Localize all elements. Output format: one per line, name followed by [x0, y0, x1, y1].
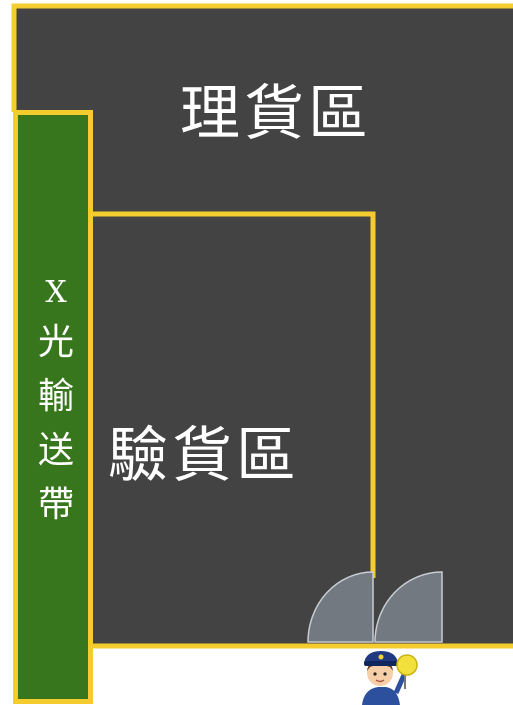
swing-door-left[interactable]: [307, 571, 374, 643]
outer-wall: [11, 3, 513, 112]
sorting-area: [14, 6, 513, 646]
sorting-area-label: 理貨區: [180, 79, 372, 149]
conveyor-label-char: X: [45, 275, 67, 310]
conveyor-label-char: 送: [37, 430, 74, 471]
inspection-area-label: 驗貨區: [108, 421, 300, 491]
swing-door-right[interactable]: [374, 571, 443, 643]
conveyor-label-char: 輸: [37, 376, 74, 417]
security-guard-icon: [352, 649, 422, 705]
conveyor-label-char: 帶: [37, 484, 74, 525]
inspection-area-wall: [92, 211, 376, 578]
conveyor-label: X 光 輸 送 帶: [20, 270, 92, 532]
conveyor-label-char: 光: [37, 322, 74, 363]
x-ray-conveyor-belt: [13, 110, 93, 704]
